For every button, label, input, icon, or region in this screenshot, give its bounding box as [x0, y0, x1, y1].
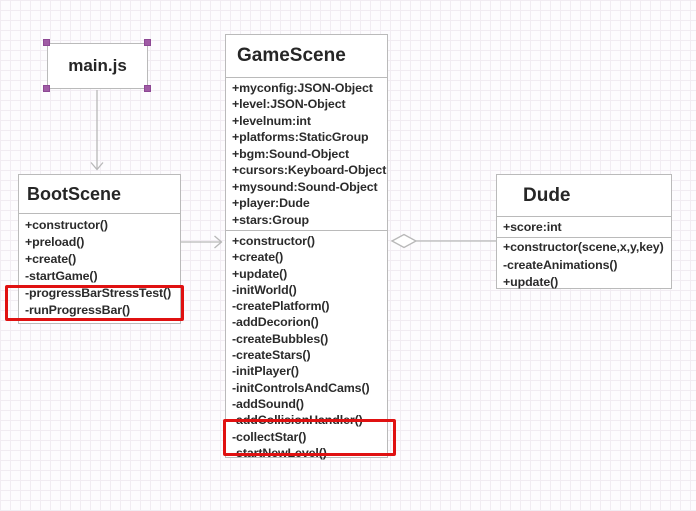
- attribute-row: +stars:Group: [232, 212, 309, 227]
- class-title: Dude: [497, 175, 671, 217]
- class-box-gamescene[interactable]: GameScene +myconfig:JSON-Object +level:J…: [225, 34, 388, 461]
- class-title: GameScene: [226, 35, 387, 78]
- method-row: +update(): [232, 266, 288, 281]
- method-row: -createStars(): [232, 348, 311, 363]
- selection-handle-top-right[interactable]: [144, 39, 151, 46]
- method-row-highlighted: -runProgressBar(): [25, 303, 131, 317]
- attribute-row: +cursors:Keyboard-Object: [232, 163, 387, 178]
- method-row: -initWorld(): [232, 282, 297, 297]
- method-row: +constructor(): [232, 233, 315, 248]
- open-arrowhead-right-icon: [214, 235, 223, 249]
- attribute-section: +myconfig:JSON-Object +level:JSON-Object…: [226, 78, 387, 230]
- method-row: +preload(): [25, 235, 85, 249]
- connector-bootscene-gamescene[interactable]: [181, 235, 223, 249]
- connector-gamescene-dude[interactable]: [390, 233, 496, 249]
- highlight-box-gamescene-methods: [223, 419, 396, 456]
- method-section: +constructor() +create() +update() -init…: [226, 229, 387, 461]
- open-diamond-icon: [390, 233, 418, 249]
- highlight-box-bootscene-methods: [5, 285, 184, 321]
- attribute-row: +platforms:StaticGroup: [232, 130, 369, 145]
- selection-handle-top-left[interactable]: [43, 39, 50, 46]
- method-row: +update(): [503, 275, 559, 289]
- attribute-row: +level:JSON-Object: [232, 97, 346, 112]
- class-box-bootscene[interactable]: BootScene +constructor() +preload() +cre…: [18, 174, 181, 324]
- attribute-row: +myconfig:JSON-Object: [232, 81, 373, 95]
- method-row-highlighted: -progressBarStressTest(): [25, 286, 172, 300]
- connector-mainjs-bootscene[interactable]: [90, 90, 104, 171]
- method-row: -addSound(): [232, 396, 304, 411]
- attribute-section: +score:int: [497, 217, 671, 237]
- method-row: -addDecorion(): [232, 315, 319, 330]
- attribute-row: +mysound:Sound-Object: [232, 179, 378, 194]
- method-row-highlighted: -collectStar(): [232, 429, 307, 444]
- class-box-mainjs[interactable]: main.js: [47, 43, 148, 89]
- method-row: +create(): [25, 252, 77, 266]
- method-row: -startGame(): [25, 269, 98, 283]
- class-box-dude[interactable]: Dude +score:int +constructor(scene,x,y,k…: [496, 174, 672, 289]
- selection-handle-bottom-right[interactable]: [144, 85, 151, 92]
- attribute-row: +bgm:Sound-Object: [232, 146, 350, 161]
- selection-handle-bottom-left[interactable]: [43, 85, 50, 92]
- class-title: BootScene: [19, 175, 180, 214]
- method-section: +constructor(scene,x,y,key) -createAnima…: [497, 237, 671, 292]
- method-section: +constructor() +preload() +create() -sta…: [19, 214, 180, 319]
- method-row: +constructor(): [25, 218, 108, 232]
- method-row: -initControlsAndCams(): [232, 380, 370, 395]
- method-row: +create(): [232, 250, 284, 265]
- attribute-row: +player:Dude: [232, 196, 310, 211]
- method-row: +constructor(scene,x,y,key): [503, 240, 664, 254]
- method-row: -createAnimations(): [503, 257, 618, 272]
- attribute-row: +levelnum:int: [232, 113, 311, 128]
- attribute-row: +score:int: [503, 220, 562, 234]
- method-row: -createPlatform(): [232, 299, 330, 314]
- method-row-highlighted: -startNewLevel(): [232, 445, 327, 460]
- method-row: -initPlayer(): [232, 364, 299, 379]
- method-row: -createBubbles(): [232, 331, 329, 346]
- class-title: main.js: [68, 56, 127, 75]
- open-arrowhead-down-icon: [90, 162, 104, 171]
